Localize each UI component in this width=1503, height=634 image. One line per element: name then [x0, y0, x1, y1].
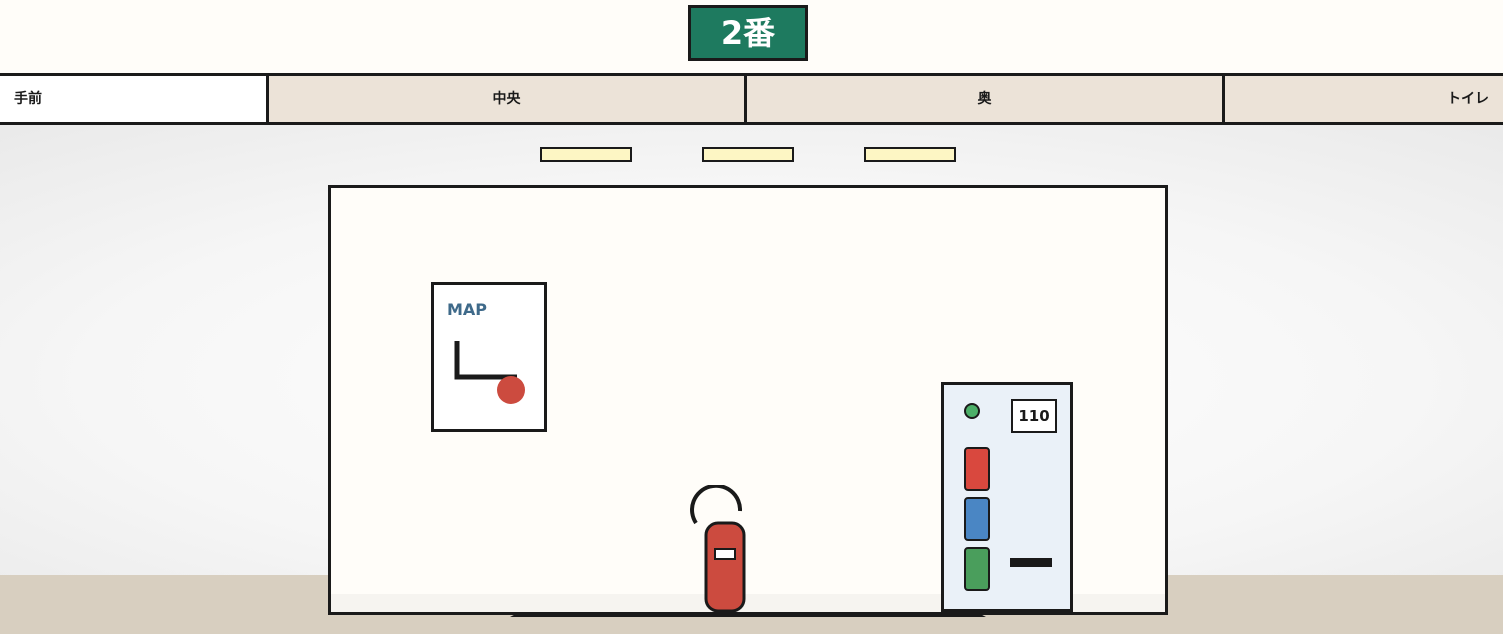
coin-slot[interactable]	[1010, 558, 1052, 567]
drink-button-green[interactable]	[964, 547, 990, 591]
floor-line	[510, 612, 986, 617]
tab-center[interactable]: 中央	[269, 76, 747, 122]
ceiling-light	[864, 147, 956, 162]
ceiling-light	[540, 147, 632, 162]
tab-front[interactable]: 手前	[0, 76, 269, 122]
extinguisher-label	[714, 548, 736, 560]
tab-back[interactable]: 奥	[747, 76, 1225, 122]
vending-machine[interactable]: 110	[941, 382, 1073, 612]
drink-button-blue[interactable]	[964, 497, 990, 541]
ceiling-light	[702, 147, 794, 162]
tab-toilet[interactable]: トイレ	[1447, 91, 1489, 107]
machine-number: 110	[1011, 399, 1057, 433]
level-badge: 2番	[688, 5, 808, 61]
scene-view: MAP 110	[0, 125, 1503, 634]
map-marker	[497, 376, 525, 404]
poster-label: MAP	[447, 300, 488, 319]
drink-button-red[interactable]	[964, 447, 990, 491]
extinguisher-hose	[690, 485, 743, 525]
map-poster[interactable]: MAP	[431, 282, 547, 432]
extinguisher-body	[704, 521, 746, 613]
status-led-icon	[964, 403, 980, 419]
map-route-icon	[454, 341, 525, 404]
fire-extinguisher-icon[interactable]	[688, 485, 752, 613]
map-route-line	[454, 341, 517, 380]
location-tabs: 手前 中央 奥 トイレ	[0, 73, 1503, 125]
